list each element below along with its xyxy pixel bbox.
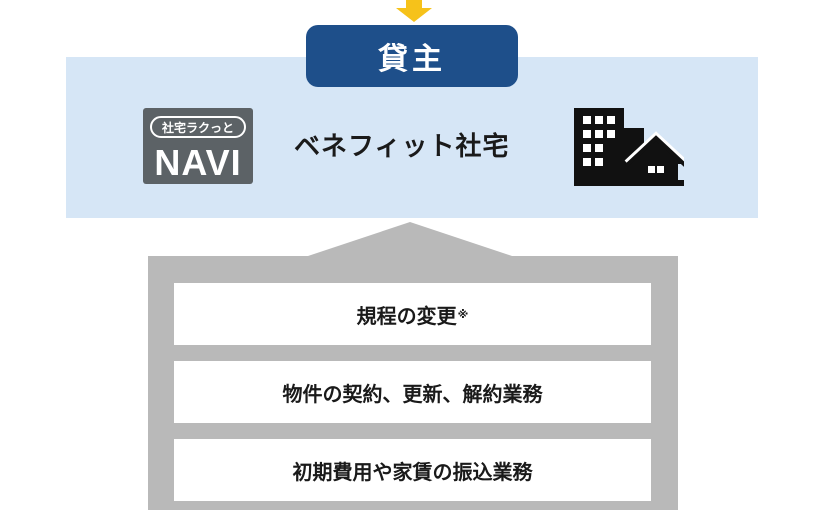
task-row: 規程の変更※ [174,283,651,345]
logo-main-text: NAVI [154,142,242,183]
service-name: ベネフィット社宅 [294,132,510,162]
down-arrow-icon [396,0,432,22]
lender-title: 貸主 [306,25,518,87]
task-label: 物件の契約、更新、解約業務 [282,381,543,406]
task-row: 初期費用や家賃の振込業務 [174,439,651,501]
task-label: 規程の変更 [356,303,457,328]
logo-top-text: 社宅ラクっと [150,116,246,138]
navi-logo: 社宅ラクっと NAVI [143,108,253,184]
task-label: 初期費用や家賃の振込業務 [292,459,533,484]
building-icon [574,108,684,186]
task-row: 物件の契約、更新、解約業務 [174,361,651,423]
task-note-mark: ※ [457,307,469,321]
